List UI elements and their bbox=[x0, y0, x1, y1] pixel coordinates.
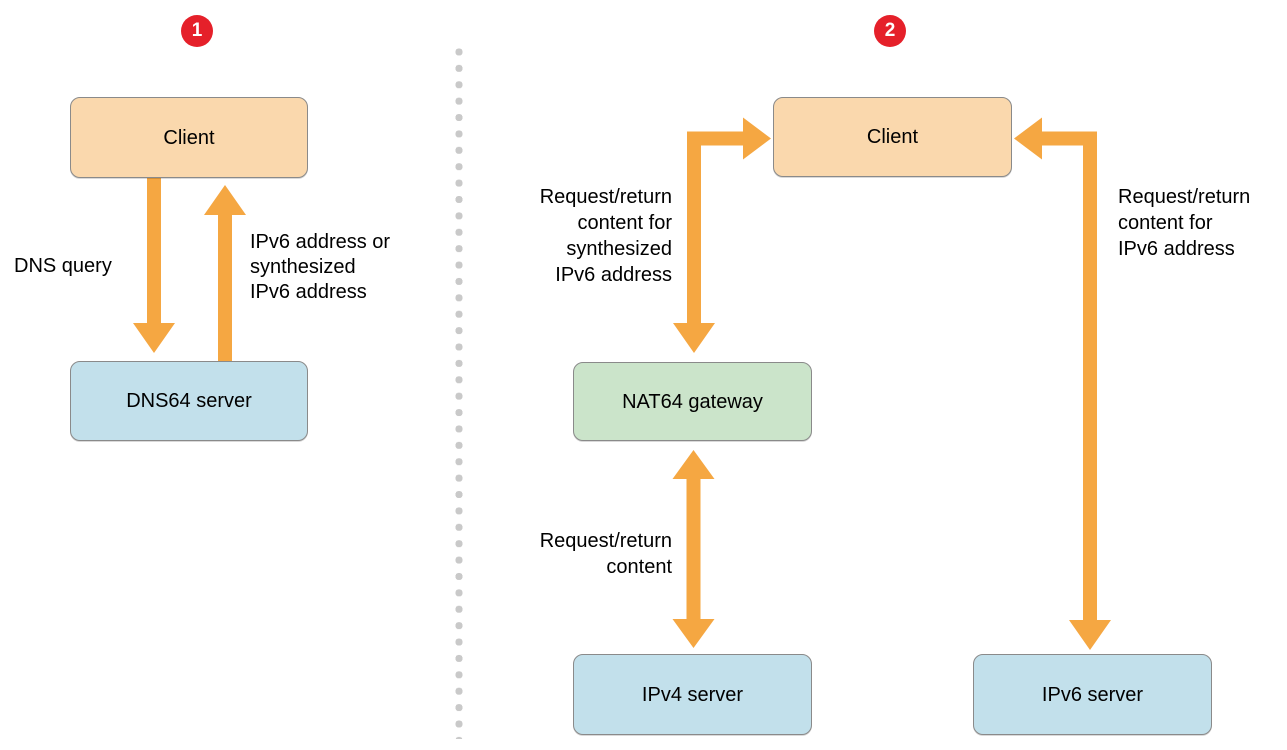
ipv6-server-node: IPv6 server bbox=[973, 654, 1212, 735]
nat64-gateway-node: NAT64 gateway bbox=[573, 362, 812, 441]
section-divider bbox=[455, 47, 463, 739]
client-nat64-elbow-arrow-icon bbox=[673, 117, 771, 353]
ipv6-server-node-label: IPv6 server bbox=[1041, 683, 1144, 706]
ipv6-request-label: Request/return content for IPv6 address bbox=[1118, 186, 1251, 260]
client-node-step1-label: Client bbox=[163, 126, 215, 149]
nat64-ipv4-double-arrow-icon bbox=[672, 450, 715, 648]
ipv6-response-label: IPv6 address or synthesized IPv6 address bbox=[250, 231, 391, 303]
content-request-label: Request/return content bbox=[539, 530, 672, 578]
nat64-gateway-node-label: NAT64 gateway bbox=[622, 390, 763, 413]
dns-response-up-arrow-icon bbox=[204, 185, 246, 361]
client-node-step1: Client bbox=[70, 97, 308, 178]
client-node-step2-label: Client bbox=[866, 126, 919, 148]
step2-badge: 2 bbox=[874, 15, 906, 47]
dns64-server-node: DNS64 server bbox=[70, 361, 308, 441]
dns64-server-node-label: DNS64 server bbox=[126, 390, 252, 412]
synthesized-request-label: Request/return content for synthesized I… bbox=[539, 186, 672, 286]
client-ipv6-elbow-arrow-icon bbox=[1014, 117, 1111, 650]
ipv4-server-node-label: IPv4 server bbox=[641, 683, 744, 706]
client-node-step2: Client bbox=[773, 97, 1012, 177]
dns-query-down-arrow-icon bbox=[133, 178, 175, 353]
step1-badge-number: 1 bbox=[191, 20, 203, 41]
step2-badge-number: 2 bbox=[884, 20, 896, 41]
step1-badge: 1 bbox=[181, 15, 213, 47]
ipv4-server-node: IPv4 server bbox=[573, 654, 812, 735]
dns-query-label: DNS query bbox=[14, 255, 112, 277]
